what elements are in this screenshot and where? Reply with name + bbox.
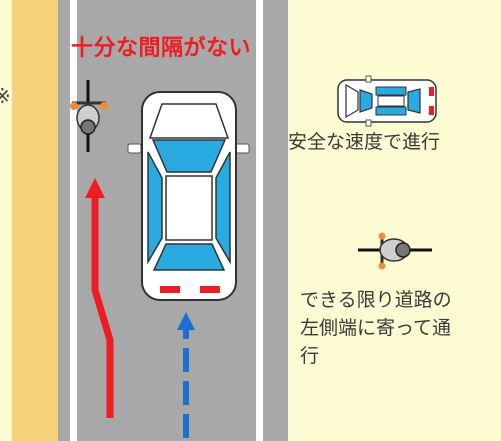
small-bicycle-icon	[358, 232, 432, 270]
lane-line-right	[256, 0, 263, 441]
bicycle-path-arrow	[85, 178, 114, 418]
small-car-icon	[337, 75, 437, 127]
car-path-arrow	[177, 312, 195, 438]
car-top-view	[127, 91, 250, 301]
bicycle-caption-line: 行	[300, 345, 320, 367]
lane-line-left	[70, 0, 77, 441]
warning-label: 十分な間隔がない	[70, 36, 251, 61]
edge-mark: ※	[0, 84, 11, 108]
bicycle-caption: できる限り道路の 左側端に寄って通 行	[300, 286, 500, 370]
road-shoulder	[12, 0, 58, 441]
car-caption: 安全な速度で進行	[288, 131, 441, 153]
bicycle-caption-line: できる限り道路の	[300, 289, 452, 311]
bicycle-caption-line: 左側端に寄って通	[300, 317, 452, 339]
bicycle-on-road-icon	[70, 80, 108, 152]
